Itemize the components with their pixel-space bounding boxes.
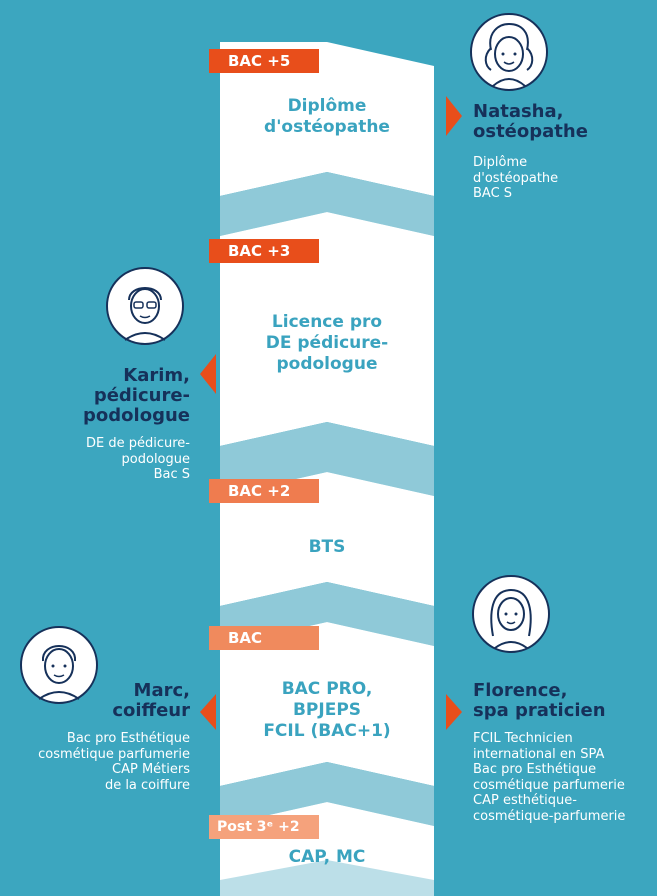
detail-line: FCIL Technicien <box>473 731 573 746</box>
badge-bac2: BAC +2 <box>209 479 319 503</box>
stage-line: CAP, MC <box>288 847 366 867</box>
woman-long-hair-avatar-icon <box>472 575 550 653</box>
stage-line: Diplôme <box>287 96 367 116</box>
person-details-marc: Bac pro Esthétique cosmétique parfumerie… <box>38 731 190 793</box>
detail-line: cosmétique-parfumerie <box>473 808 626 824</box>
ribbon-segment-bac5 <box>220 42 434 196</box>
badge-bac3: BAC +3 <box>209 239 319 263</box>
name-line: podologue <box>83 405 190 426</box>
detail-line: cosmétique parfumerie <box>38 746 190 762</box>
person-details-florence: FCIL Technicien international en SPA Bac… <box>473 731 625 824</box>
person-details-natasha: Diplôme d'ostéopathe BAC S <box>473 155 558 202</box>
stage-text-bac: BAC PRO, BPJEPS FCIL (BAC+1) <box>220 679 434 742</box>
badge-bac: BAC <box>209 626 319 650</box>
person-details-karim: DE de pédicure- podologue Bac S <box>86 436 190 483</box>
person-name-natasha: Natasha, ostéopathe <box>473 102 588 142</box>
stage-text-bac3: Licence pro DE pédicure- podologue <box>220 312 434 375</box>
detail-line: Diplôme <box>473 155 528 170</box>
stage-text-bac2: BTS <box>220 537 434 558</box>
stage-text-bac5: Diplôme d'ostéopathe <box>220 96 434 138</box>
stage-line: Licence pro <box>271 312 383 332</box>
name-line: spa praticien <box>473 700 606 721</box>
ribbon-fold <box>220 422 434 496</box>
detail-line: BAC S <box>473 186 513 201</box>
stage-line: FCIL (BAC+1) <box>263 721 391 741</box>
name-line: Karim, <box>123 365 190 386</box>
man-glasses-avatar-icon <box>106 267 184 345</box>
name-line: ostéopathe <box>473 121 588 142</box>
name-line: Florence, <box>473 680 568 701</box>
ribbon-segment-bac3 <box>220 212 434 446</box>
pointer-arrow-karim <box>200 354 216 394</box>
detail-line: international en SPA <box>473 746 605 762</box>
stage-line: BPJEPS <box>292 700 362 720</box>
ribbon-segment-bac <box>220 622 434 786</box>
detail-line: cosmétique parfumerie <box>473 777 625 793</box>
ribbon-bottom-fold <box>220 860 434 896</box>
ribbon-segment-bac2 <box>220 472 434 606</box>
person-name-florence: Florence, spa praticien <box>473 681 606 721</box>
name-line: coiffeur <box>112 700 190 721</box>
stage-line: d'ostéopathe <box>264 117 390 137</box>
girl-pigtails-avatar-icon <box>470 13 548 91</box>
pointer-arrow-florence <box>446 694 462 730</box>
detail-line: podologue <box>121 451 190 467</box>
detail-line: Bac pro Esthétique <box>473 762 597 777</box>
stage-line: BTS <box>308 537 346 557</box>
detail-line: DE de pédicure- <box>86 436 190 451</box>
detail-line: CAP esthétique- <box>473 793 577 808</box>
stage-text-cap: CAP, MC <box>220 847 434 868</box>
person-name-marc: Marc, coiffeur <box>112 681 190 721</box>
stage-line: BAC PRO, <box>281 679 373 699</box>
pointer-arrow-marc <box>200 694 216 730</box>
detail-line: Bac pro Esthétique <box>66 731 190 746</box>
pointer-arrow-natasha <box>446 96 462 136</box>
badge-post3: Post 3ᵉ +2 <box>209 815 319 839</box>
ribbon-fold <box>220 762 434 826</box>
detail-line: Bac S <box>153 467 190 482</box>
name-line: pédicure- <box>93 385 190 406</box>
detail-line: d'ostéopathe <box>473 170 559 186</box>
stage-line: podologue <box>276 354 378 374</box>
name-line: Marc, <box>133 680 190 701</box>
stage-line: DE pédicure- <box>265 333 389 353</box>
boy-avatar-icon <box>20 626 98 704</box>
name-line: Natasha, <box>473 101 564 122</box>
badge-bac5: BAC +5 <box>209 49 319 73</box>
ribbon-fold <box>220 172 434 236</box>
person-name-karim: Karim, pédicure- podologue <box>83 366 190 426</box>
detail-line: de la coiffure <box>104 777 190 793</box>
detail-line: CAP Métiers <box>112 762 190 777</box>
